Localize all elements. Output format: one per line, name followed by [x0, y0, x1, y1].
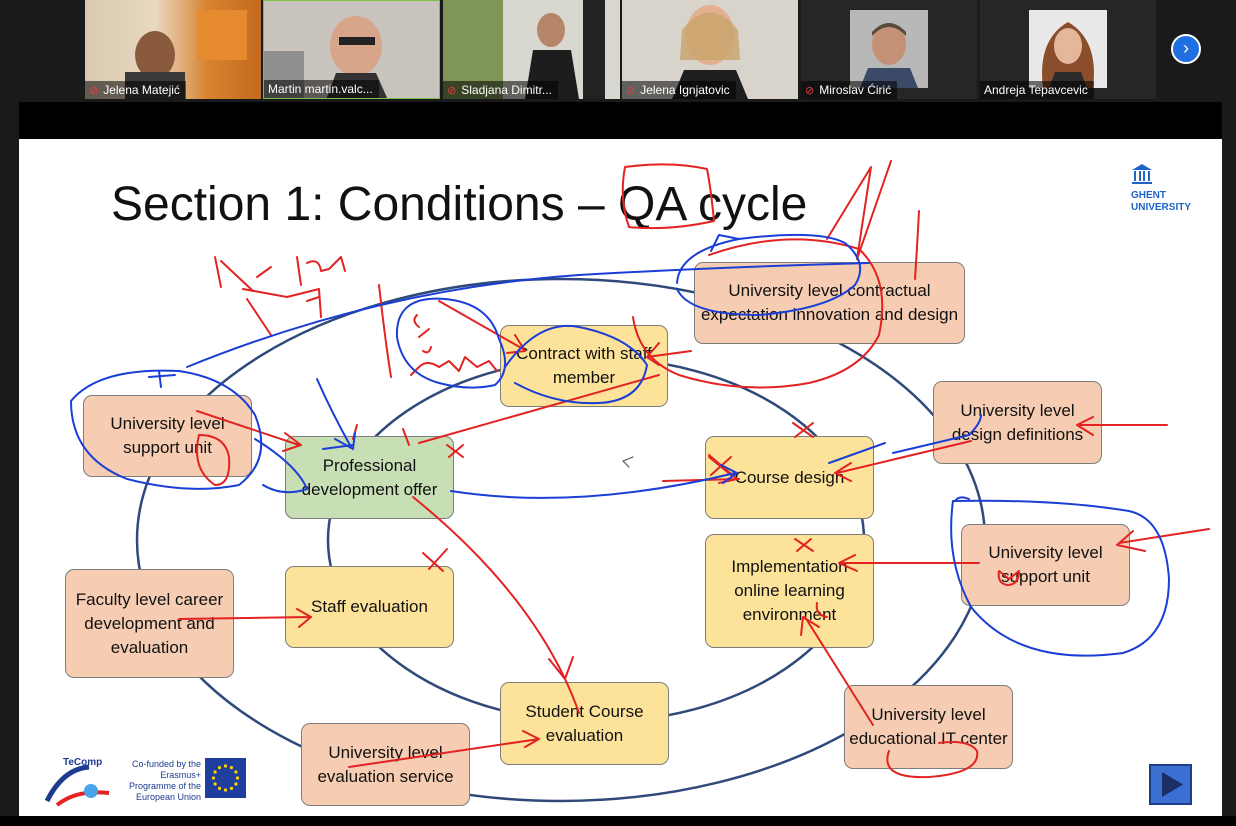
- shared-slide: Section 1: Conditions – QA cycle GHENT U…: [19, 139, 1222, 816]
- participant-name: ⊘Sladjana Dimitr...: [443, 81, 558, 99]
- participant-tile[interactable]: ⊘Sladjana Dimitr...: [443, 0, 620, 99]
- participant-name: ⊘Miroslav Ćirić: [801, 81, 898, 99]
- ghent-university-logo: GHENT UNIVERSITY: [1131, 163, 1191, 214]
- tecomp-emblem-icon: [44, 764, 110, 807]
- slide-title: Section 1: Conditions – QA cycle: [111, 178, 808, 231]
- participant-tile[interactable]: Andreja Tepavcevic: [980, 0, 1156, 99]
- box-course-design: Course design: [705, 436, 874, 519]
- tecomp-logo: TeComp: [43, 757, 133, 809]
- box-university-it-center: University level educational IT center: [844, 685, 1013, 769]
- participant-tile[interactable]: ⊘Jelena Matejić: [85, 0, 261, 99]
- participant-tile-active[interactable]: Martin martin.valc...: [263, 0, 440, 99]
- muted-mic-icon: ⊘: [805, 85, 815, 97]
- chevron-right-icon: ›: [1183, 38, 1189, 58]
- participant-tile[interactable]: ⊘Jelena Ignjatovic: [622, 0, 798, 99]
- participant-tile[interactable]: ⊘Miroslav Ćirić: [801, 0, 977, 99]
- bottom-band: [0, 816, 1236, 826]
- next-slide-button[interactable]: [1149, 764, 1192, 805]
- share-toolbar-band: [19, 102, 1222, 139]
- muted-mic-icon: ⊘: [89, 85, 99, 97]
- box-faculty-career: Faculty level career development and eva…: [65, 569, 234, 678]
- participant-name: Andreja Tepavcevic: [980, 81, 1094, 99]
- eu-flag-icon: [205, 758, 246, 798]
- participant-name: Martin martin.valc...: [264, 80, 379, 98]
- cofunded-text: Co-funded by the Erasmus+ Programme of t…: [128, 759, 201, 802]
- box-professional-development: Professional development offer: [285, 436, 454, 519]
- play-triangle-icon: [1162, 772, 1183, 797]
- eu-stars: [211, 764, 240, 792]
- building-icon: [1132, 164, 1152, 184]
- next-page-button[interactable]: ›: [1171, 34, 1201, 64]
- box-university-evaluation-service: University level evaluation service: [301, 723, 470, 806]
- participant-name: ⊘Jelena Matejić: [85, 81, 186, 99]
- participant-strip: ⊘Jelena Matejić Martin martin.valc... ⊘S…: [0, 0, 1236, 101]
- box-student-course-evaluation: Student Course evaluation: [500, 682, 669, 765]
- box-university-support-right: University level support unit: [961, 524, 1130, 606]
- box-university-contractual: University level contractual expectation…: [694, 262, 965, 344]
- profile-photo: [1029, 10, 1107, 88]
- muted-mic-icon: ⊘: [447, 85, 457, 97]
- box-university-support-left: University level support unit: [83, 395, 252, 477]
- box-staff-evaluation: Staff evaluation: [285, 566, 454, 648]
- muted-mic-icon: ⊘: [626, 85, 636, 97]
- participant-name: ⊘Jelena Ignjatovic: [622, 81, 736, 99]
- profile-photo: [850, 10, 928, 88]
- box-university-design-definitions: University level design definitions: [933, 381, 1102, 464]
- box-contract-staff: Contract with staff member: [500, 325, 668, 407]
- box-implementation: Implementation online learning environme…: [705, 534, 874, 648]
